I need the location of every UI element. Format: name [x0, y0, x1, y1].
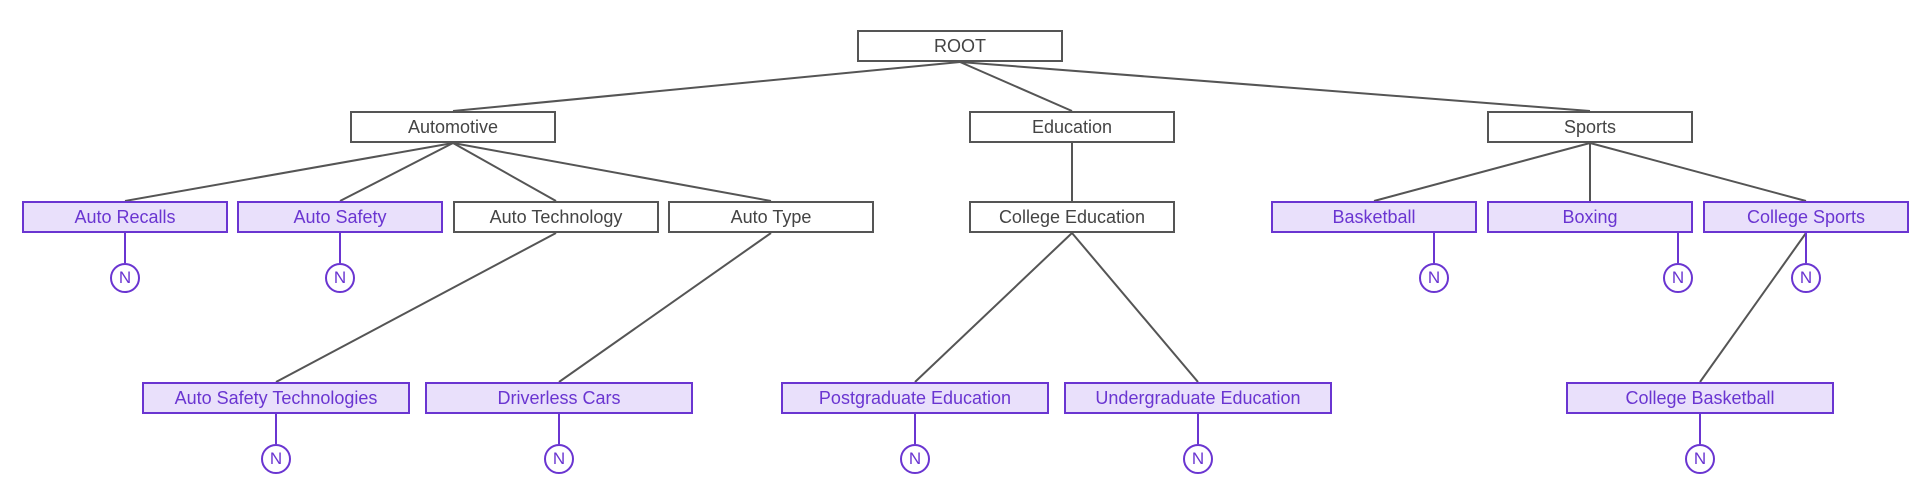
- node-auto-type[interactable]: Auto Type: [668, 201, 874, 233]
- node-college-sports[interactable]: College Sports: [1703, 201, 1909, 233]
- node-driverless-cars[interactable]: Driverless Cars: [425, 382, 693, 414]
- n-badge-icon: N: [1685, 444, 1715, 474]
- node-auto-recalls[interactable]: Auto Recalls: [22, 201, 228, 233]
- node-boxing[interactable]: Boxing: [1487, 201, 1693, 233]
- n-badge-icon: N: [544, 444, 574, 474]
- node-automotive[interactable]: Automotive: [350, 111, 556, 143]
- n-badge-icon: N: [900, 444, 930, 474]
- edge-root-automotive: [452, 61, 961, 112]
- node-college-basketball[interactable]: College Basketball: [1566, 382, 1834, 414]
- node-postgraduate-education[interactable]: Postgraduate Education: [781, 382, 1049, 414]
- edge-root-education: [959, 61, 1073, 112]
- node-auto-technology[interactable]: Auto Technology: [453, 201, 659, 233]
- node-root[interactable]: ROOT: [857, 30, 1063, 62]
- edge-college-education-undergraduate-education: [1071, 232, 1199, 383]
- edge-automotive-auto-technology: [452, 142, 557, 202]
- node-education[interactable]: Education: [969, 111, 1175, 143]
- edge-root-sports: [959, 61, 1591, 112]
- node-college-education[interactable]: College Education: [969, 201, 1175, 233]
- edge-automotive-auto-safety: [339, 142, 454, 202]
- n-badge-icon: N: [1183, 444, 1213, 474]
- node-sports[interactable]: Sports: [1487, 111, 1693, 143]
- edge-automotive-auto-recalls: [124, 142, 454, 202]
- edge-auto-type-driverless-cars: [558, 232, 772, 383]
- node-auto-safety-technologies[interactable]: Auto Safety Technologies: [142, 382, 410, 414]
- edge-automotive-auto-type: [452, 142, 772, 202]
- n-badge-icon: N: [110, 263, 140, 293]
- node-undergraduate-education[interactable]: Undergraduate Education: [1064, 382, 1332, 414]
- edge-college-sports-college-basketball: [1699, 232, 1807, 383]
- edge-sports-college-sports: [1589, 142, 1807, 202]
- edge-auto-technology-auto-safety-technologies: [275, 232, 557, 383]
- n-badge-icon: N: [1419, 263, 1449, 293]
- n-badge-icon: N: [1791, 263, 1821, 293]
- edge-college-education-postgraduate-education: [914, 232, 1073, 383]
- node-basketball[interactable]: Basketball: [1271, 201, 1477, 233]
- node-auto-safety[interactable]: Auto Safety: [237, 201, 443, 233]
- n-badge-icon: N: [1663, 263, 1693, 293]
- edge-sports-basketball: [1373, 142, 1591, 202]
- n-badge-icon: N: [261, 444, 291, 474]
- n-badge-icon: N: [325, 263, 355, 293]
